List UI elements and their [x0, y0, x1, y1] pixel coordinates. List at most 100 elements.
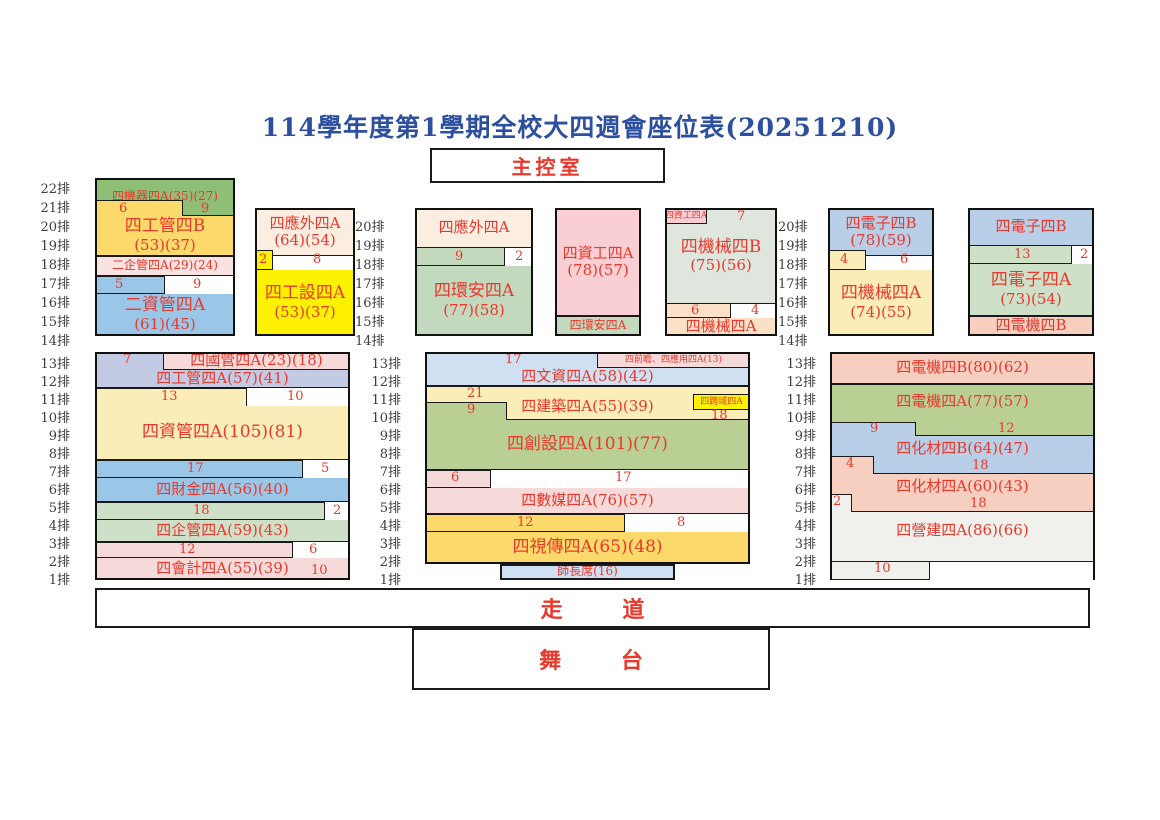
- control-room-box: 主控室: [430, 148, 665, 183]
- seat-group-i[interactable]: 四前瞻、四應用四A(13) 17 四文資四A(58)(42) 四建築四A(55)…: [425, 352, 750, 564]
- seat-group-d[interactable]: 四資工四A (78)(57) 四環安四A: [555, 208, 641, 336]
- seat-block-四電機四B[interactable]: 四電機四B(80)(62): [830, 352, 1095, 384]
- seat-block-四企管四A[interactable]: 四企管四A(59)(43): [95, 520, 350, 542]
- teacher-seat-block[interactable]: 師長席(16): [500, 564, 675, 580]
- row-label: 20排: [778, 220, 808, 235]
- seat-block-四資管四A[interactable]: 四資管四A(105)(81): [95, 406, 350, 460]
- seat-group-c[interactable]: 四應外四A 四環安四A (77)(58) 9 2: [415, 208, 533, 336]
- seat-block-四應外四A[interactable]: 四應外四A: [415, 208, 533, 248]
- seat-count: 2: [1080, 247, 1089, 262]
- seat-block-四化材四B[interactable]: 四化材四B(64)(47): [830, 436, 1095, 474]
- seat-block-四電子四B[interactable]: 四電子四B (78)(59): [828, 208, 934, 256]
- seat-block-四環安四A[interactable]: 四環安四A (77)(58): [415, 266, 533, 336]
- row-label: 14排: [355, 334, 385, 349]
- row-label: 16排: [40, 296, 70, 311]
- seat-block-四工管四B[interactable]: 四工管四B (53)(37): [95, 216, 235, 256]
- seat-count: 6: [119, 201, 128, 216]
- block-label: 四機械四B: [680, 236, 762, 257]
- row-label: 5排: [379, 501, 401, 516]
- row-label: 20排: [355, 220, 385, 235]
- page-title: 114學年度第1學期全校大四週會座位表(20251210): [261, 113, 899, 142]
- seat-group-b[interactable]: 四應外四A (64)(54) 四工設四A (53)(37) 2 8: [255, 208, 355, 336]
- seat-block-四機械四A[interactable]: 四機械四A (74)(55): [828, 270, 934, 336]
- seat-count: 13: [161, 389, 178, 404]
- block-label: 四資管四A(105)(81): [142, 421, 303, 442]
- row-label: 16排: [778, 296, 808, 311]
- seat-count: 6: [309, 542, 318, 557]
- seat-block-四財金四A[interactable]: 四財金四A(56)(40): [95, 478, 350, 502]
- seat-block-四電機四B[interactable]: 四電機四B: [968, 316, 1094, 336]
- seat-block-四工設四A[interactable]: 四工設四A (53)(37): [255, 270, 355, 336]
- seat-count: 12: [998, 421, 1015, 436]
- seat-group-e[interactable]: 四機械四B (75)(56) 四資工四A 7 四機械四A 6 4: [665, 208, 777, 336]
- seat-block-四創設四A[interactable]: 四創設四A(101)(77): [425, 420, 750, 470]
- seat-count: 18: [193, 503, 210, 518]
- row-label: 19排: [355, 239, 385, 254]
- row-label: 9排: [379, 429, 401, 444]
- seat-block-四電子四A[interactable]: 四電子四A (73)(54): [968, 264, 1094, 316]
- seat-count: 17: [187, 461, 204, 476]
- seat-block-二企管四A[interactable]: 二企管四A(29)(24): [95, 256, 235, 276]
- seat-block-四工管四A[interactable]: 四工管四A(57)(41): [95, 370, 350, 388]
- block-label: 四化材四A(60)(43): [896, 476, 1029, 495]
- row-label: 18排: [355, 258, 385, 273]
- block-label: 四電機四B(80)(62): [896, 358, 1029, 377]
- row-label: 13排: [786, 357, 816, 372]
- seat-count: 2: [259, 252, 268, 267]
- seat-count: 2: [333, 503, 342, 518]
- seat-block-四電子四B[interactable]: 四電子四B: [968, 208, 1094, 246]
- seat-block-四機械四A[interactable]: 四機械四A: [665, 318, 777, 336]
- seat-group-j[interactable]: 四電機四B(80)(62) 四電機四A(77)(57) 9 12 四化材四B(6…: [830, 352, 1095, 580]
- row-rail-upper-left: 22排 21排 20排 19排 18排 17排 16排 15排 14排: [10, 178, 70, 349]
- block-count: (78)(59): [850, 231, 912, 249]
- row-label: 2排: [379, 555, 401, 570]
- seat-block-四資工四A[interactable]: 四資工四A (78)(57): [555, 208, 641, 316]
- row-label: 6排: [379, 483, 401, 498]
- seat-block-四資工四A-tag[interactable]: 四資工四A: [665, 208, 707, 224]
- block-label: 四資工四A: [665, 210, 707, 221]
- row-rail-lower-right: 13排 12排 11排 10排 9排 8排 7排 6排 5排 4排 3排 2排 …: [770, 353, 816, 588]
- seat-count: 10: [287, 389, 304, 404]
- seat-block-四營建四A[interactable]: 四營建四A(86)(66): [830, 512, 1095, 562]
- row-label: 4排: [48, 519, 70, 534]
- block-count: (61)(45): [134, 314, 196, 333]
- block-label: 師長席(16): [557, 564, 618, 579]
- row-rail-lower-left: 13排 12排 11排 10排 9排 8排 7排 6排 5排 4排 3排 2排 …: [10, 353, 70, 588]
- seat-count: 9: [193, 277, 202, 292]
- row-rail-upper-mid: 20排 19排 18排 17排 16排 15排 14排: [355, 216, 401, 349]
- seat-block-二資管四A[interactable]: 二資管四A (61)(45): [95, 294, 235, 336]
- seat-count: 4: [840, 252, 849, 267]
- seat-block-四數媒四A[interactable]: 四數媒四A(76)(57): [425, 488, 750, 514]
- aisle-box: 走 道: [95, 588, 1090, 628]
- block-count: (64)(54): [274, 231, 336, 249]
- seat-group-h[interactable]: 四國管四A(23)(18) 7 四工管四A(57)(41) 四資管四A(105)…: [95, 352, 350, 580]
- row-label: 4排: [379, 519, 401, 534]
- seat-notch-a2: [95, 276, 165, 294]
- block-label: 四財金四A(56)(40): [156, 479, 289, 498]
- row-label: 2排: [48, 555, 70, 570]
- block-label: 四會計四A(55)(39): [156, 558, 289, 577]
- block-label: 四環安四A: [433, 281, 515, 302]
- row-label: 7排: [48, 465, 70, 480]
- seat-group-a[interactable]: 四機器四A(35)(27) 四工管四B (53)(37) 6 9 二企管四A(2…: [95, 178, 235, 336]
- seat-group-g[interactable]: 四電子四B 四電子四A (73)(54) 13 2 四電機四B: [968, 208, 1094, 336]
- seat-block-四化材四A[interactable]: 四化材四A(60)(43): [830, 474, 1095, 512]
- block-label: 四電機四A(77)(57): [896, 392, 1029, 411]
- block-label: 四工管四B: [124, 216, 206, 237]
- row-label: 22排: [40, 182, 70, 197]
- seat-block-四視傳四A[interactable]: 四視傳四A(65)(48): [425, 532, 750, 564]
- block-label: 四電子四B: [995, 217, 1067, 236]
- seat-count: 9: [467, 402, 476, 417]
- block-label: 四化材四B(64)(47): [896, 438, 1029, 457]
- seat-block-四前瞻四應用四A[interactable]: 四前瞻、四應用四A(13): [597, 352, 750, 368]
- row-label: 20排: [40, 220, 70, 235]
- row-label: 11排: [371, 393, 401, 408]
- seat-block-四環安四A[interactable]: 四環安四A: [555, 316, 641, 336]
- seat-count: 4: [846, 456, 855, 471]
- seat-group-f[interactable]: 四電子四B (78)(59) 四機械四A (74)(55) 4 6: [828, 208, 934, 336]
- seat-block-四應外四A[interactable]: 四應外四A (64)(54): [255, 208, 355, 256]
- block-label-四文資四A[interactable]: 四文資四A(58)(42): [425, 368, 750, 386]
- row-label: 12排: [786, 375, 816, 390]
- row-label: 12排: [40, 375, 70, 390]
- seat-block-四國管四A[interactable]: 四國管四A(23)(18): [163, 352, 350, 370]
